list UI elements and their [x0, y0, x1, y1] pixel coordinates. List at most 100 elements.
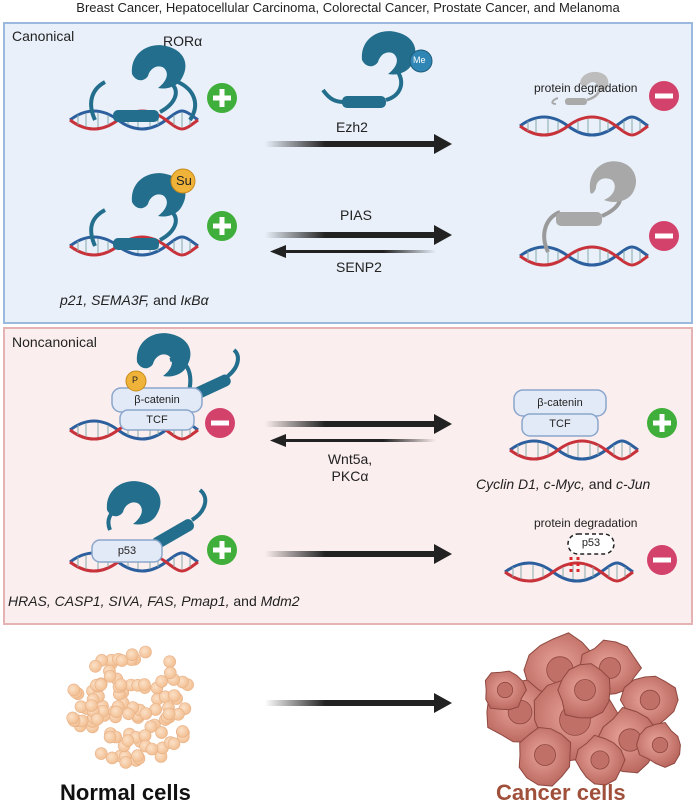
normal-cells-label: Normal cells	[60, 780, 191, 805]
targets2-part1: HRAS, CASP1, SIVA, FAS, Pmap1,	[8, 593, 230, 609]
plus-icon	[207, 83, 237, 113]
degradation-label-1: protein degradation	[534, 81, 638, 95]
normal-cell	[167, 737, 181, 751]
normal-cell	[94, 678, 108, 692]
figure-title: Breast Cancer, Hepatocellular Carcinoma,…	[76, 0, 620, 15]
minus-icon	[205, 408, 235, 438]
targets2-and: and	[229, 593, 261, 609]
normal-cell	[91, 712, 104, 726]
p53-label-left: p53	[117, 545, 137, 557]
targets1-part2: c-Jun	[616, 476, 651, 492]
targets1-part1: Cyclin D1, c-Myc,	[476, 476, 585, 492]
normal-cells-cluster	[66, 645, 194, 769]
cancer-cell	[557, 663, 611, 719]
p53-degradation	[503, 533, 635, 583]
normal-cell	[89, 659, 102, 673]
senp2-arrow	[270, 245, 436, 258]
p53-label-right: p53	[581, 537, 601, 549]
beta-catenin-tcf-complex	[508, 389, 640, 461]
normal-to-cancer-arrow	[265, 693, 452, 713]
normal-cell	[164, 666, 177, 680]
pias-label: PIAS	[340, 207, 372, 223]
canonical-row2-complex	[68, 168, 200, 257]
p53-ror-complex	[68, 481, 208, 573]
canonical-targets-and: and	[149, 292, 181, 308]
normal-cell	[168, 689, 181, 702]
sumo-badge: Su	[176, 173, 192, 188]
ezh2-label: Ezh2	[336, 119, 368, 135]
canonical-row1-complex	[68, 45, 200, 131]
tcf-label-right: TCF	[549, 418, 571, 430]
minus-icon	[649, 221, 679, 251]
noncanonical-forward-arrow	[265, 414, 452, 434]
senp2-label: SENP2	[336, 259, 382, 275]
degradation-label-2: protein degradation	[534, 516, 638, 530]
noncanonical-row1-complex	[68, 333, 240, 441]
normal-cell	[66, 711, 79, 725]
normal-cell	[67, 683, 81, 697]
normal-cell	[155, 675, 168, 688]
minus-icon	[649, 81, 679, 111]
normal-cell	[119, 756, 133, 769]
cancer-cell	[518, 726, 572, 787]
methylated-ror	[321, 31, 433, 108]
normal-cell	[74, 700, 88, 714]
normal-cell	[163, 655, 176, 669]
minus-icon	[647, 545, 677, 575]
normal-cell	[139, 707, 153, 720]
wnt5a-pkca-reverse-arrow	[270, 434, 436, 447]
ror-label: RORα	[163, 33, 203, 49]
pias-arrow	[265, 225, 452, 245]
normal-cell	[138, 678, 151, 691]
canonical-targets-part2: IκBα	[180, 292, 209, 308]
beta-catenin-label-right: β-catenin	[537, 397, 583, 409]
normal-cell	[138, 729, 152, 742]
cancer-cell	[574, 734, 626, 786]
normal-cell	[176, 725, 189, 738]
cancer-cells-label: Cancer cells	[496, 780, 626, 805]
pkca-label: PKCα	[331, 468, 369, 484]
normal-cell	[114, 678, 128, 692]
beta-catenin-label-left: β-catenin	[134, 394, 180, 406]
noncanonical-panel	[3, 327, 693, 625]
plus-icon	[647, 408, 677, 438]
normal-cell	[115, 654, 129, 667]
cancer-cell	[635, 721, 681, 768]
tcf-label-left: TCF	[146, 414, 168, 426]
plus-icon	[207, 535, 237, 565]
methyl-badge: Me	[413, 55, 426, 65]
cancer-cells-cluster	[484, 632, 681, 787]
canonical-targets: p21, SEMA3F, and IκBα	[60, 292, 209, 308]
phospho-badge: P	[132, 375, 139, 385]
degraded-ror-1	[518, 71, 650, 137]
grey-ror-complex	[518, 161, 650, 267]
normal-cell	[144, 720, 158, 734]
noncanonical-label: Noncanonical	[12, 334, 97, 350]
normal-cell	[122, 707, 135, 721]
normal-cell	[121, 734, 135, 747]
normal-cell	[145, 742, 159, 756]
targets2-part2: Mdm2	[260, 593, 300, 609]
normal-cell	[103, 730, 117, 744]
normal-cell	[162, 707, 176, 721]
plus-icon	[207, 211, 237, 241]
normal-cell	[155, 726, 168, 739]
noncanonical-targets-1: Cyclin D1, c-Myc, and c-Jun	[476, 476, 650, 492]
normal-cell	[131, 749, 144, 762]
noncanonical-targets-2: HRAS, CASP1, SIVA, FAS, Pmap1, and Mdm2	[8, 593, 300, 609]
targets1-and: and	[584, 476, 617, 492]
normal-cell	[94, 747, 108, 760]
normal-cell	[139, 645, 152, 659]
canonical-label: Canonical	[12, 28, 75, 44]
wnt5a-label: Wnt5a,	[327, 451, 373, 467]
cancer-cell	[484, 670, 527, 711]
normal-cell	[125, 648, 139, 662]
ezh2-arrow	[265, 134, 452, 154]
p53-forward-arrow	[265, 544, 452, 564]
canonical-targets-part1: p21, SEMA3F,	[60, 292, 150, 308]
normal-cell	[110, 705, 123, 719]
normal-cell	[105, 751, 119, 765]
canonical-panel	[3, 22, 693, 324]
normal-cell	[85, 699, 98, 712]
